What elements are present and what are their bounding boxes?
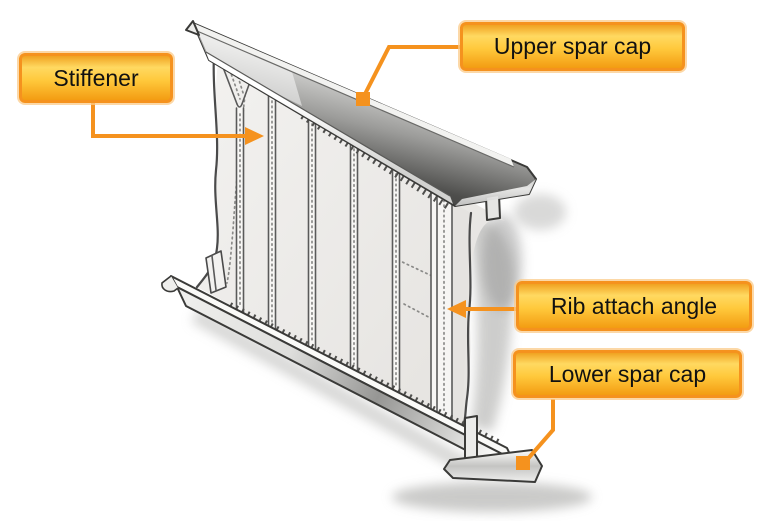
web-corner-angle: [205, 250, 227, 294]
upper-spar-cap-drawing: [185, 20, 537, 221]
cast-shadows: [191, 194, 592, 512]
callout-stiffener: Stiffener: [19, 53, 173, 103]
callout-rib-attach-angle-label: Rib attach angle: [550, 292, 718, 319]
callout-connectors: [91, 45, 555, 470]
callout-lower-spar-cap: Lower spar cap: [513, 350, 742, 398]
callout-stiffener-label: Stiffener: [53, 64, 139, 91]
rib-attach-angle-drawing: [430, 188, 453, 423]
callout-upper-spar-cap: Upper spar cap: [460, 22, 685, 71]
callout-upper-spar-cap-label: Upper spar cap: [493, 33, 652, 59]
callout-rib-attach-angle: Rib attach angle: [516, 281, 752, 331]
callout-lower-spar-cap-label: Lower spar cap: [548, 360, 707, 387]
stiffeners: [235, 92, 401, 395]
